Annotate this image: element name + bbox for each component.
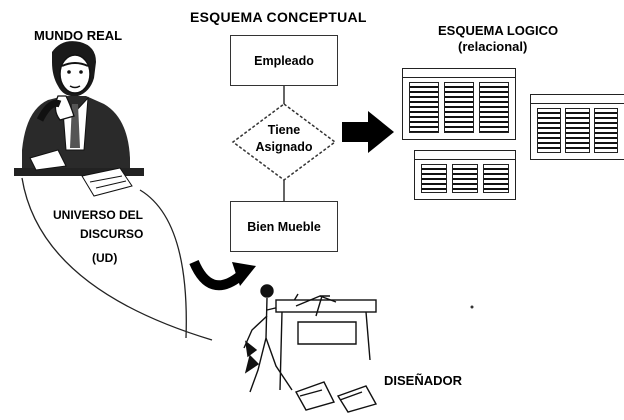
disenador-label: DISEÑADOR	[384, 373, 463, 388]
entity-empleado: Empleado	[230, 35, 338, 86]
entity-empleado-label: Empleado	[254, 53, 314, 68]
entity-bien-mueble-label: Bien Mueble	[247, 219, 321, 234]
esquema-conceptual-label: ESQUEMA CONCEPTUAL	[190, 9, 367, 25]
universo-label-line2: DISCURSO	[80, 227, 144, 241]
relationship-diamond	[231, 103, 337, 181]
stray-dot	[470, 305, 474, 309]
relational-table-1	[402, 68, 516, 140]
relationship-label: Tiene Asignado	[237, 122, 331, 156]
black-arrow-right-icon	[342, 111, 394, 153]
relationship-label-line1: Tiene	[267, 123, 301, 137]
relational-table-2	[414, 150, 516, 200]
esquema-logico-label: ESQUEMA LOGICO	[438, 23, 559, 38]
entity-bien-mueble: Bien Mueble	[230, 201, 338, 252]
designer-illustration	[243, 284, 378, 413]
universe-boundary-curve-inner	[139, 189, 187, 339]
universo-label-line1: UNIVERSO DEL	[53, 208, 144, 222]
mundo-real-label: MUNDO REAL	[34, 28, 123, 43]
universo-abbr-label: (UD)	[92, 251, 118, 265]
relational-table-3	[530, 94, 624, 160]
esquema-logico-sublabel: (relacional)	[458, 39, 528, 54]
curved-arrow-icon	[189, 259, 244, 291]
businessman-illustration	[14, 41, 144, 197]
relationship-label-line2: Asignado	[255, 140, 313, 154]
universe-boundary-curve	[21, 177, 213, 341]
